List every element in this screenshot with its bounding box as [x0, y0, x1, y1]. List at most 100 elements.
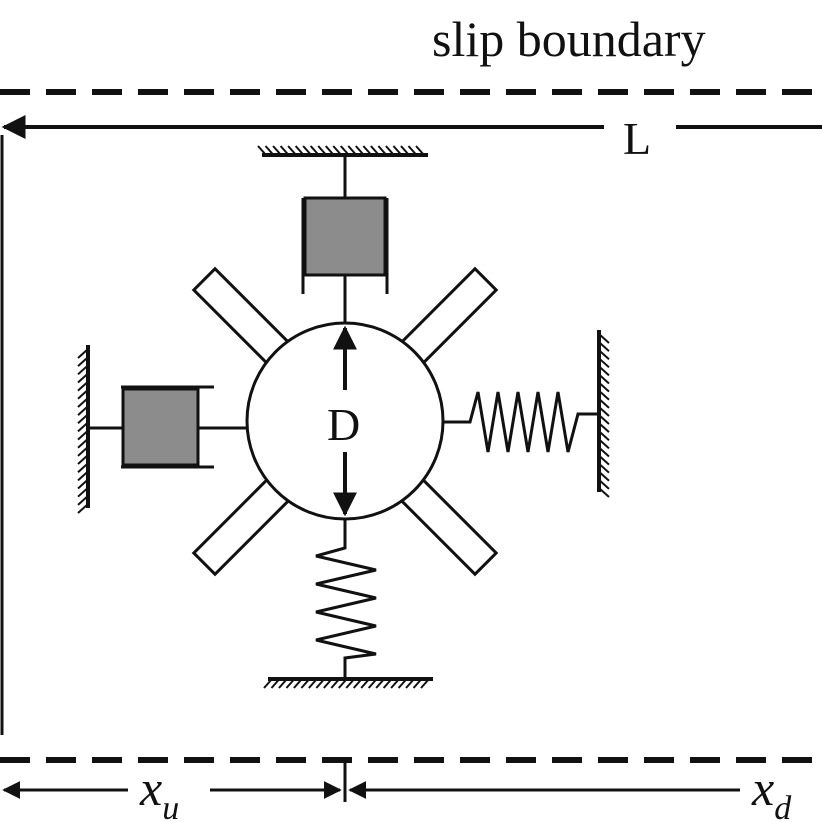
hatch-mark	[598, 414, 610, 425]
upstream-subscript: u	[162, 790, 179, 822]
hatch-mark	[77, 437, 89, 449]
top-ground-hatch-icon	[257, 145, 428, 157]
hatch-mark	[390, 678, 400, 689]
hatch-mark	[340, 145, 350, 156]
hatch-mark	[77, 405, 89, 416]
hatch-mark	[355, 145, 365, 156]
upstream-x: x	[139, 760, 162, 816]
length-label: L	[623, 113, 651, 164]
hatch-mark	[323, 678, 333, 689]
left-ground-hatch-icon	[77, 345, 90, 514]
hatch-mark	[367, 678, 378, 689]
hatch-mark	[77, 462, 89, 473]
hatch-mark	[77, 413, 89, 425]
hatch-mark	[598, 341, 610, 352]
hatch-mark	[272, 145, 282, 156]
hatch-mark	[598, 422, 610, 433]
downstream-dimension: xd	[348, 760, 792, 822]
hatch-mark	[392, 145, 403, 156]
downstream-x: x	[751, 760, 774, 816]
left-damper-icon	[88, 385, 247, 469]
hatch-mark	[598, 389, 610, 401]
hatch-mark	[77, 429, 89, 441]
hatch-mark	[598, 357, 610, 369]
hatch-mark	[77, 478, 89, 490]
hatch-mark	[77, 380, 89, 392]
hatch-mark	[270, 678, 281, 689]
hatch-mark	[405, 678, 415, 689]
hatch-mark	[332, 145, 342, 156]
length-dimension: L	[1, 113, 822, 164]
hatch-mark	[352, 678, 363, 689]
hatch-mark	[345, 678, 355, 689]
hatch-mark	[279, 145, 290, 156]
diameter-dimension: D	[327, 325, 360, 517]
hatch-mark	[598, 333, 610, 344]
hatch-mark	[370, 145, 380, 156]
hatch-mark	[264, 145, 275, 156]
hatch-mark	[285, 678, 296, 689]
hatch-mark	[309, 145, 320, 156]
hatch-mark	[598, 398, 610, 409]
downstream-subscript: d	[774, 790, 792, 822]
hatch-mark	[77, 495, 89, 506]
upstream-dimension: xu	[2, 760, 342, 822]
hatch-mark	[77, 503, 89, 514]
upstream-label: xu	[139, 760, 179, 822]
hatch-mark	[77, 421, 89, 433]
hatch-mark	[308, 678, 318, 689]
hatch-mark	[317, 145, 327, 156]
top-damper-icon	[301, 155, 389, 322]
hatch-mark	[362, 145, 373, 156]
hatch-mark	[263, 678, 273, 689]
hatch-mark	[77, 348, 89, 359]
hatch-mark	[598, 381, 610, 393]
bottom-ground-hatch-icon	[263, 677, 433, 689]
hatch-mark	[420, 678, 430, 689]
right-spring-icon	[443, 391, 598, 453]
hatch-mark	[77, 470, 89, 482]
cylinder-fins	[191, 266, 499, 577]
hatch-mark	[77, 364, 89, 376]
hatch-mark	[598, 430, 610, 442]
hatch-mark	[598, 373, 610, 385]
hatch-mark	[598, 471, 610, 482]
downstream-label: xd	[751, 760, 792, 822]
hatch-mark	[598, 406, 610, 417]
hatch-mark	[77, 486, 89, 498]
hatch-mark	[385, 145, 395, 156]
hatch-mark	[407, 145, 418, 156]
hatch-mark	[377, 145, 388, 156]
hatch-mark	[294, 145, 305, 156]
hatch-mark	[77, 372, 89, 384]
hatch-mark	[302, 145, 312, 156]
hatch-mark	[598, 446, 610, 458]
hatch-mark	[278, 678, 288, 689]
hatch-mark	[77, 397, 89, 408]
hatch-mark	[375, 678, 385, 689]
hatch-mark	[77, 356, 89, 367]
hatch-mark	[397, 678, 408, 689]
hatch-mark	[415, 145, 425, 156]
hatch-mark	[324, 145, 335, 156]
hatch-mark	[287, 145, 297, 156]
hatch-mark	[598, 487, 610, 498]
hatch-mark	[598, 479, 610, 490]
hatch-mark	[347, 145, 358, 156]
hatch-mark	[598, 462, 610, 474]
hatch-mark	[412, 678, 423, 689]
hatch-mark	[598, 365, 610, 377]
hatch-mark	[77, 389, 89, 400]
bottom-spring-icon	[315, 519, 377, 679]
right-ground-hatch-icon	[597, 330, 610, 498]
hatch-mark	[338, 678, 348, 689]
hatch-mark	[293, 678, 303, 689]
hatch-mark	[400, 145, 410, 156]
hatch-mark	[315, 678, 326, 689]
hatch-mark	[330, 678, 341, 689]
hatch-mark	[300, 678, 311, 689]
hatch-mark	[598, 454, 610, 466]
slip-boundary-label: slip boundary	[432, 11, 706, 67]
hatch-mark	[382, 678, 393, 689]
